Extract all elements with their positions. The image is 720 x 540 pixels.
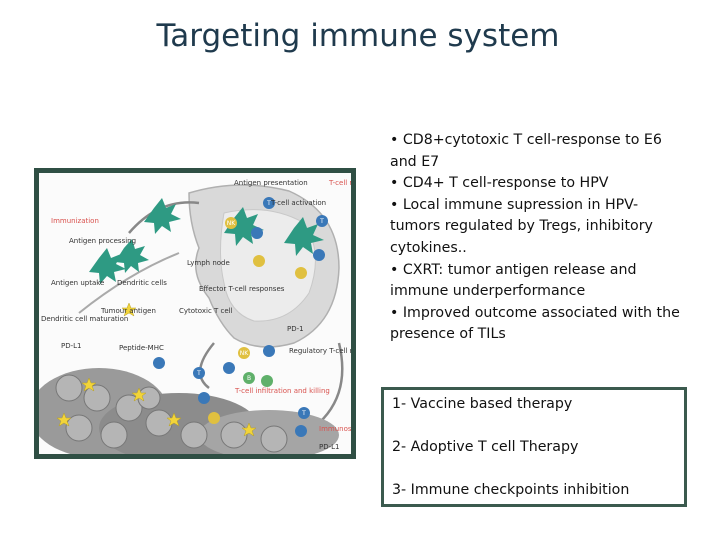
label-pd-l1-left: PD-L1 [61,342,82,350]
bullet-item: • CD4+ T cell-response to HPV [390,175,609,192]
dendritic-cells [89,198,324,284]
label-lymph-node: Lymph node [187,259,230,267]
bullet-item: • Improved outcome associated with the p… [390,304,680,343]
svg-text:B: B [247,375,251,382]
b-cells [243,372,273,387]
label-tumour-antigen: Tumour antigen [100,307,156,315]
label-peptide-mhc: Peptide-MHC [119,344,164,352]
label-immunosup: Immunosup [319,425,351,433]
label-antigen-presentation: Antigen presentation [234,179,308,187]
bullet-item: • CXRT: tumor antigen release and immune… [390,261,637,300]
label-effector-responses: Effector T-cell responses [199,285,285,293]
svg-text:NK: NK [227,220,236,227]
nk-cells [208,217,307,424]
label-dendritic-cells: Dendritic cells [117,279,167,287]
arrow-right-loop [318,342,344,424]
label-t-cell-response: T-cell respon [328,179,351,187]
label-antigen-uptake: Antigen uptake [51,279,104,287]
cell-letters: T T T T NK NK B [196,200,324,417]
label-infiltration-killing: T-cell infiltration and killing [234,387,330,395]
label-regulatory-responses: Regulatory T-cell responses [289,347,351,355]
immune-diagram-figure: Immunization Antigen processing Antigen … [34,168,356,459]
svg-text:T: T [266,200,271,207]
slide-title: Targeting immune system [156,18,560,54]
svg-text:T: T [301,410,306,417]
svg-text:NK: NK [240,350,249,357]
therapy-item: 2- Adoptive T cell Therapy [392,439,579,455]
label-immunization: Immunization [51,217,99,225]
label-t-cell-activation: T-cell activation [270,199,326,207]
arrow-out-node [199,342,215,389]
label-antigen-processing: Antigen processing [69,237,136,245]
tumour-mass [39,368,339,454]
arrow-dc-curve [78,252,180,314]
therapy-item: 1- Vaccine based therapy [392,396,573,412]
therapy-item: 3- Immune checkpoints inhibition [392,482,630,498]
label-cytotoxic-t-cell: Cytotoxic T cell [179,307,233,315]
bullet-item: • CD8+cytotoxic T cell-response to E6 an… [390,132,662,170]
label-pd-l1-right: PD-L1 [319,443,340,451]
label-dendritic-maturation: Dendritic cell maturation [41,315,128,323]
svg-text:T: T [319,218,324,225]
immune-diagram: Immunization Antigen processing Antigen … [39,179,351,454]
bullet-item: • Local immune supression in HPV-tumors … [390,196,653,256]
label-pd-1: PD-1 [287,325,304,333]
bullet-list: • CD8+cytotoxic T cell-response to E6 an… [390,130,682,346]
svg-text:T: T [196,370,201,377]
antigen-stars [56,302,257,437]
therapies-box: 1- Vaccine based therapy 2- Adoptive T c… [381,387,687,507]
t-cells [153,197,328,437]
